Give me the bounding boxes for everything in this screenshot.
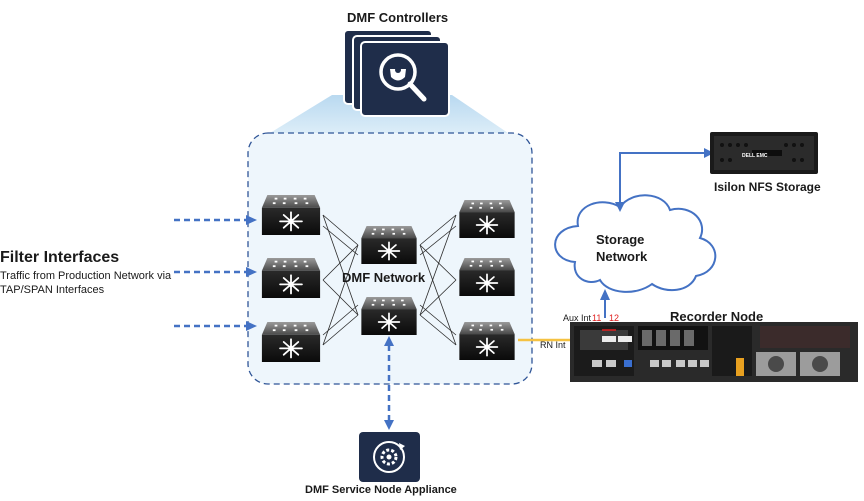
dmf-network-label: DMF Network bbox=[342, 270, 426, 285]
filter-interfaces-line2: TAP/SPAN Interfaces bbox=[0, 284, 105, 296]
aux-int-label: Aux Int bbox=[563, 313, 592, 323]
cloud-to-isilon-link bbox=[619, 152, 706, 207]
isilon-storage-label: Isilon NFS Storage bbox=[714, 180, 821, 194]
service-node-appliance-icon bbox=[359, 432, 420, 482]
isilon-storage-icon bbox=[710, 132, 818, 174]
service-node-arrow-up bbox=[384, 336, 394, 346]
dmf-controllers-icon bbox=[343, 29, 450, 117]
filter-switch-2 bbox=[260, 258, 322, 298]
recorder-arrowhead bbox=[600, 289, 610, 300]
storage-network-line2: Network bbox=[596, 249, 648, 264]
service-node-arrow-down bbox=[384, 420, 394, 430]
port-11-label: 11 bbox=[592, 313, 602, 323]
filter-switch-1 bbox=[260, 195, 322, 235]
delivery-switch-3 bbox=[458, 322, 516, 360]
service-node-label: DMF Service Node Appliance bbox=[305, 484, 457, 496]
storage-network-line1: Storage bbox=[596, 232, 645, 247]
filter-switch-3 bbox=[260, 322, 322, 362]
storage-network-cloud bbox=[554, 194, 717, 293]
port-12-label: 12 bbox=[609, 313, 620, 323]
filter-arrowhead-1 bbox=[246, 215, 257, 225]
dmf-controllers-title: DMF Controllers bbox=[347, 10, 449, 25]
delivery-switch-2 bbox=[458, 258, 516, 296]
filter-input-arrows bbox=[174, 218, 248, 328]
filter-arrowhead-3 bbox=[246, 321, 257, 331]
filter-arrowhead-2 bbox=[246, 267, 257, 277]
core-switch-1 bbox=[360, 226, 418, 264]
cloud-arrow-down bbox=[615, 202, 625, 212]
recorder-node-server bbox=[570, 322, 858, 382]
isilon-brand-text: DELL EMC bbox=[742, 153, 768, 159]
core-switch-2 bbox=[360, 297, 418, 335]
isilon-arrowhead bbox=[704, 148, 714, 158]
rn-int-label: RN Int bbox=[540, 340, 566, 350]
switch-mesh-links bbox=[322, 214, 457, 346]
filter-interfaces-line1: Traffic from Production Network via bbox=[0, 270, 172, 282]
delivery-switch-1 bbox=[458, 200, 516, 238]
recorder-node-label: Recorder Node bbox=[670, 309, 764, 324]
filter-interfaces-heading: Filter Interfaces bbox=[0, 249, 120, 266]
